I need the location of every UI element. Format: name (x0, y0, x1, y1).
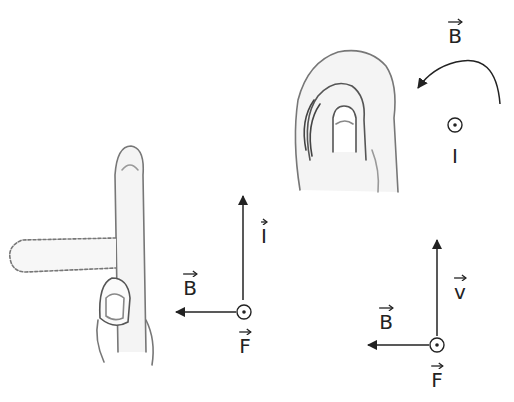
field-arrow (176, 311, 236, 313)
velocity-arrow (436, 240, 438, 336)
current-arrow (242, 196, 244, 300)
force-label: F (429, 369, 445, 391)
field-label: B (446, 25, 464, 47)
curled-hand (295, 51, 398, 192)
field-curl-arrow (418, 60, 500, 104)
out-of-page-symbol (448, 118, 462, 132)
out-of-page-symbol (237, 305, 251, 319)
field-label: B (181, 277, 199, 299)
current-label: I (259, 225, 269, 247)
field-label: B (377, 311, 395, 333)
velocity-label: v (452, 281, 468, 303)
field-arrow (368, 344, 429, 346)
current-label: I (450, 145, 460, 167)
force-label: F (237, 335, 253, 357)
out-of-page-symbol (430, 338, 444, 352)
pointing-hand (10, 146, 153, 365)
